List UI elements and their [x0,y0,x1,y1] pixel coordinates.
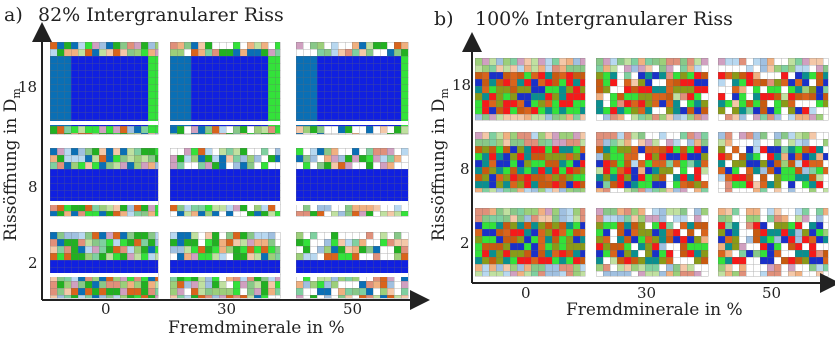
panel-a-x-tick-0: 0 [101,300,111,318]
panel-b-title: 100% Intergranularer Riss [475,8,733,30]
grain-map-panel-b-row-1-col-2 [595,57,709,121]
panel-b-x-tick-0: 0 [521,284,531,302]
grain-map-panel-a-row-3-col-2 [169,231,281,299]
grain-map-panel-b-row-1-col-1 [474,57,586,121]
grain-map-panel-a-row-3-col-1 [49,231,159,299]
panel-a-letter: a) [4,4,23,26]
panel-a-y-tick-18: 18 [18,78,38,96]
grain-map-panel-a-row-2-col-1 [49,147,159,217]
panel-b-x-axis-title: Fremdminerale in % [566,300,743,320]
panel-a-y-tick-2: 2 [28,254,38,272]
panel-a-y-tick-8: 8 [28,178,38,196]
panel-a-x-axis-title: Fremdminerale in % [168,318,345,338]
panel-b-y-tick-8: 8 [460,160,470,178]
grain-map-panel-b-row-3-col-2 [595,207,709,277]
grain-map-panel-a-row-2-col-2 [169,147,281,217]
grain-map-panel-b-row-1-col-3 [717,57,829,121]
grain-map-panel-a-row-1-col-2 [169,41,281,135]
grain-map-panel-b-row-2-col-2 [595,131,709,193]
grain-map-panel-a-row-1-col-1 [49,41,159,135]
panel-b-x-tick-50: 50 [762,284,782,302]
panel-a-title: 82% Intergranularer Riss [38,4,284,26]
grain-map-panel-a-row-2-col-3 [295,147,409,217]
panel-a-x-tick-50: 50 [343,300,363,318]
grain-map-panel-a-row-3-col-3 [295,231,409,299]
panel-b-x-tick-30: 30 [637,284,657,302]
panel-b-y-tick-2: 2 [460,234,470,252]
grain-map-panel-b-row-3-col-3 [717,207,829,277]
grain-map-panel-b-row-2-col-1 [474,131,586,193]
grain-map-panel-b-row-3-col-1 [474,207,586,277]
panel-a-x-tick-30: 30 [217,300,237,318]
grain-map-panel-b-row-2-col-3 [717,131,829,193]
grain-map-panel-a-row-1-col-3 [295,41,409,135]
panel-b-letter: b) [434,8,454,30]
panel-b-y-tick-18: 18 [452,76,472,94]
